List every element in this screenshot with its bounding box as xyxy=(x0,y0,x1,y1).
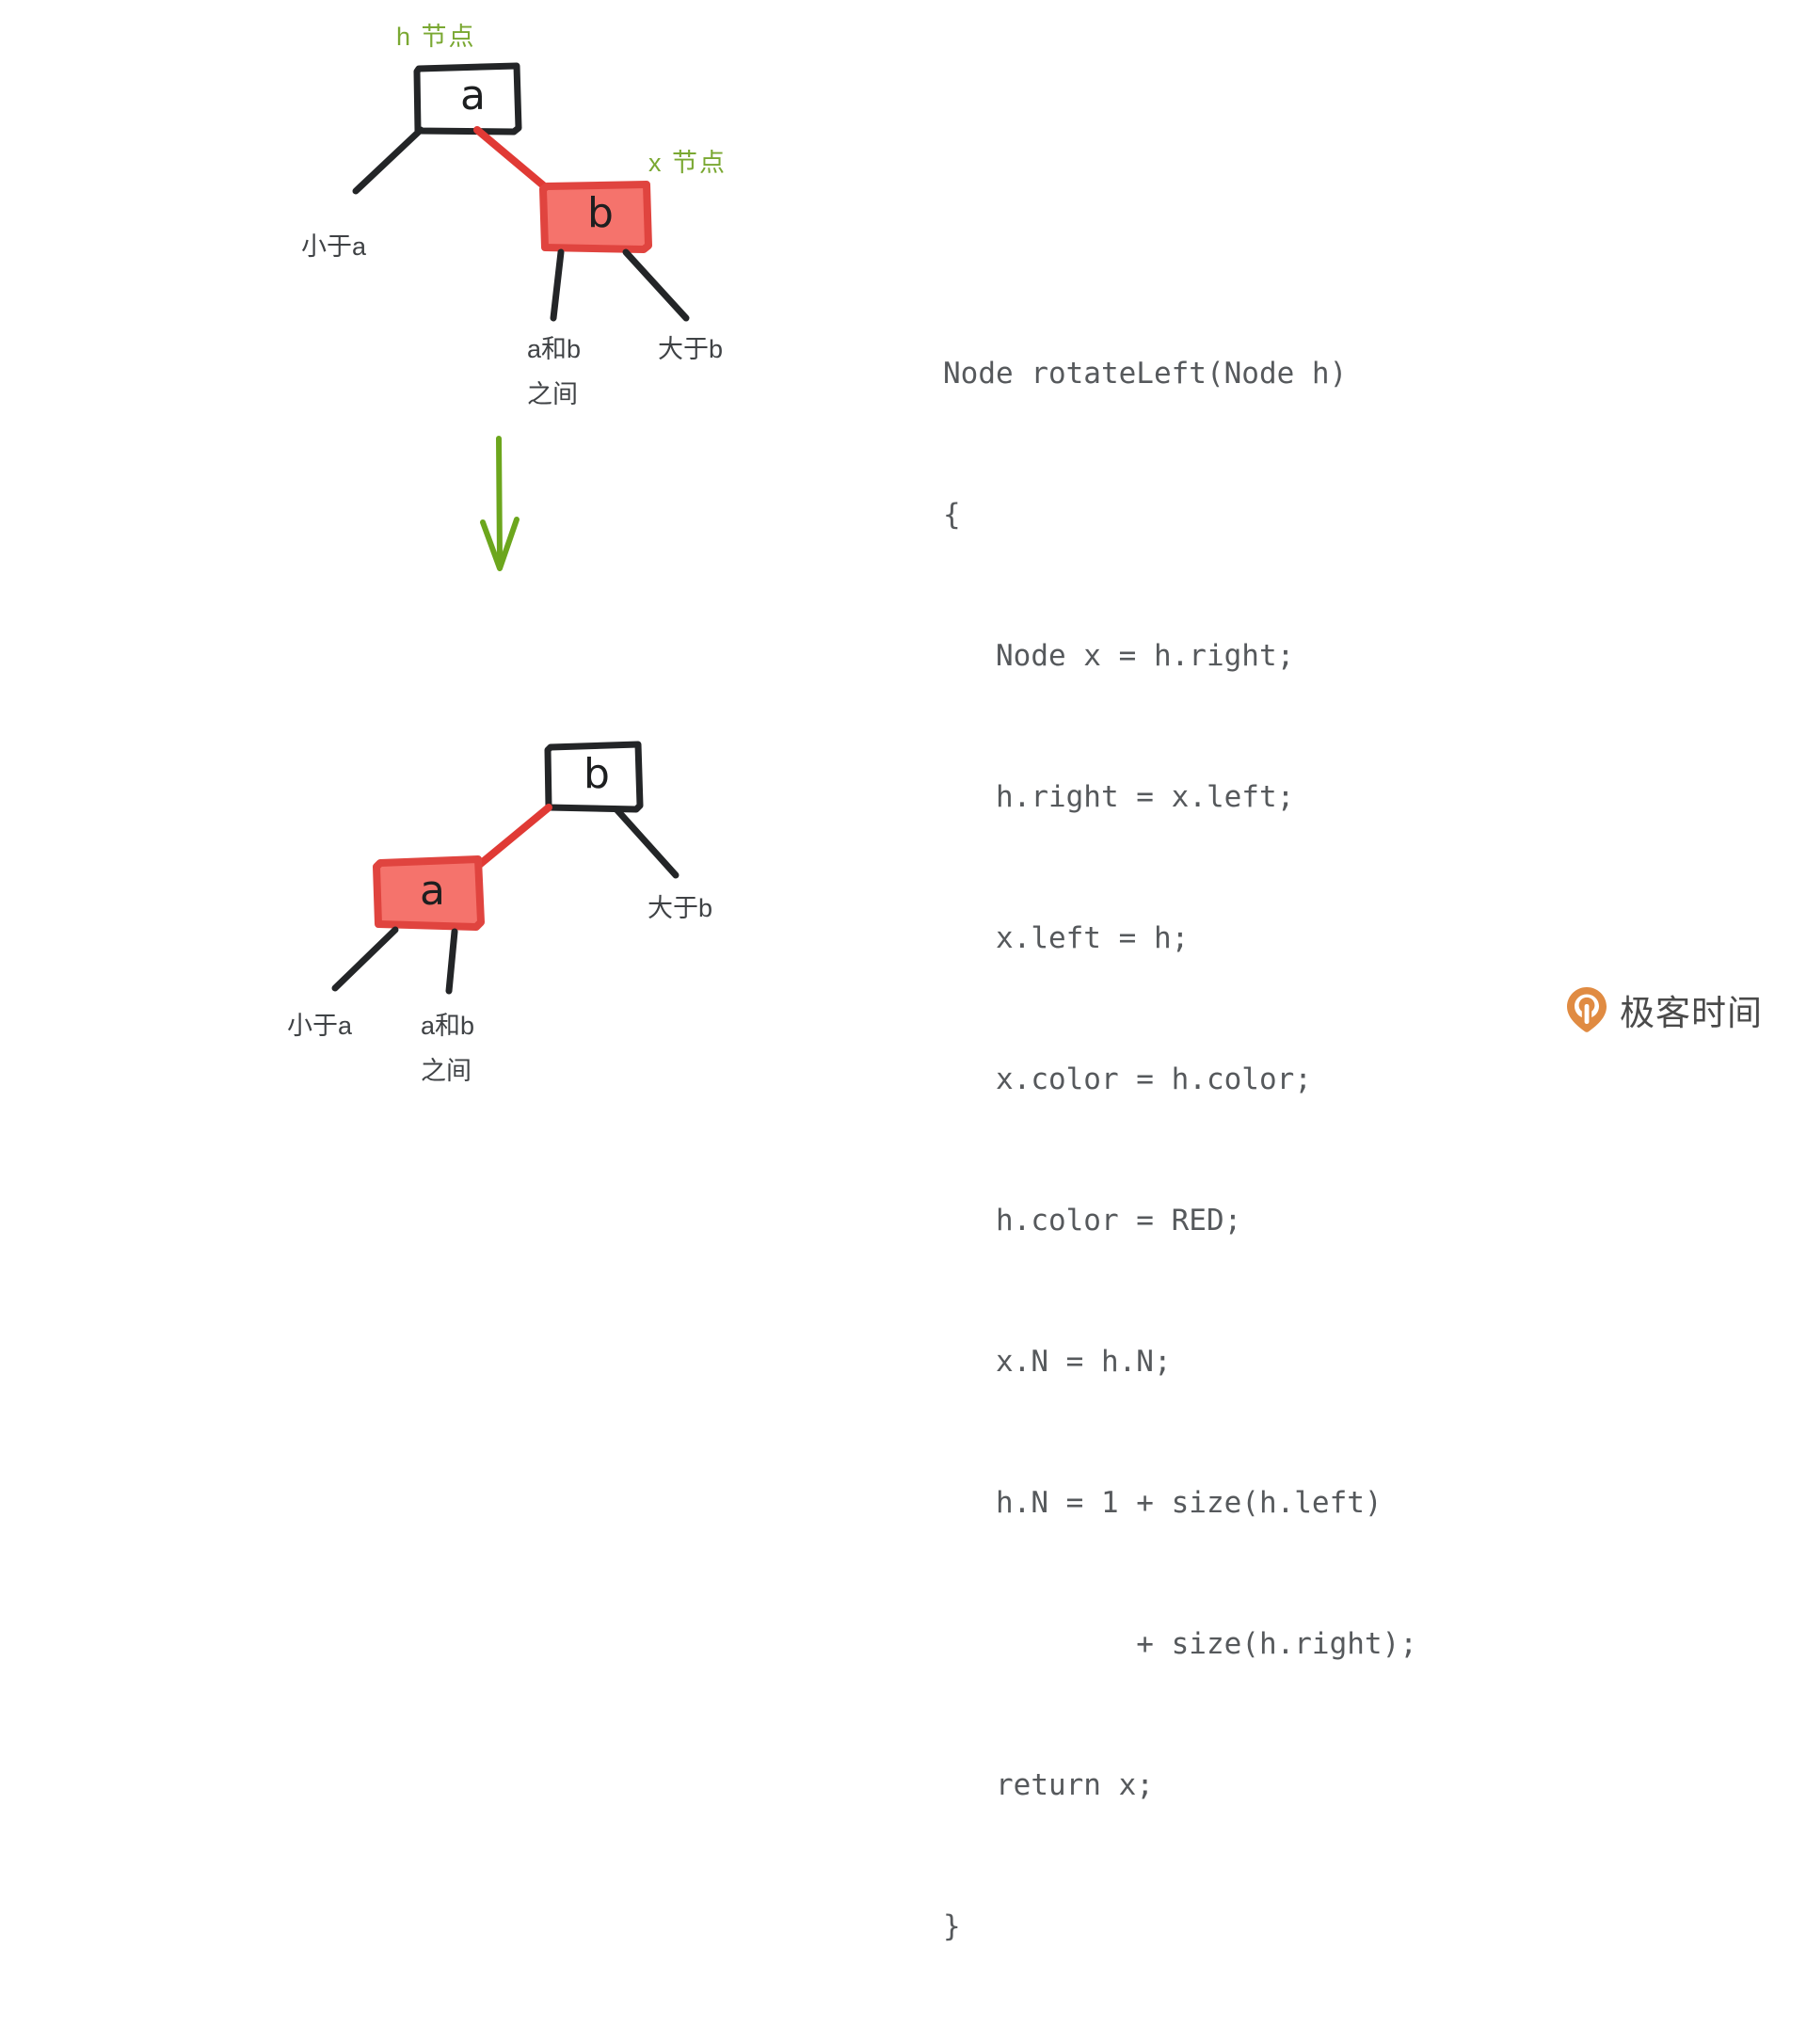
code-line: } xyxy=(943,1909,961,1943)
before-edge-b-left xyxy=(550,248,565,322)
before-node-b-label: b xyxy=(587,189,614,237)
code-line: + size(h.right); xyxy=(943,1627,1417,1661)
code-snippet: Node rotateLeft(Node h) { Node x = h.rig… xyxy=(943,256,1417,2044)
after-node-a-label: a xyxy=(420,867,445,915)
code-line: h.N = 1 + size(h.left) xyxy=(943,1486,1383,1520)
after-node-b-box xyxy=(544,741,644,813)
after-label-less-than-a: 小于a xyxy=(287,1012,353,1040)
after-label-between-a-b-line2: 之间 xyxy=(421,1057,472,1085)
before-edge-b-right xyxy=(622,248,690,322)
before-node-a-label: a xyxy=(460,72,486,120)
before-label-greater-than-b: 大于b xyxy=(658,335,724,363)
after-edge-a-left xyxy=(331,926,399,992)
code-line: x.left = h; xyxy=(943,921,1190,955)
before-label-between-a-b-line1: a和b xyxy=(527,335,582,363)
location-pin-icon xyxy=(1565,985,1608,1034)
after-edge-b-to-a-red xyxy=(474,804,552,870)
code-line: x.N = h.N; xyxy=(943,1345,1172,1379)
before-label-less-than-a: 小于a xyxy=(301,232,367,261)
transition-arrow-icon xyxy=(480,436,520,571)
code-line: h.right = x.left; xyxy=(943,780,1295,814)
code-line: Node x = h.right; xyxy=(943,639,1295,673)
before-edge-a-to-b-red xyxy=(473,126,552,193)
after-edge-b-right xyxy=(613,806,680,879)
annotation-h-node: h 节点 xyxy=(396,23,476,51)
code-line: return x; xyxy=(943,1768,1154,1802)
after-node-a-box xyxy=(373,855,485,931)
before-node-a-box xyxy=(413,62,522,136)
before-edge-a-left xyxy=(352,126,424,195)
code-line: x.color = h.color; xyxy=(943,1062,1312,1096)
after-edge-a-right xyxy=(445,928,458,995)
watermark-brand-text: 极客时间 xyxy=(1620,993,1763,1033)
after-label-greater-than-b: 大于b xyxy=(648,894,713,922)
after-node-b-label: b xyxy=(584,750,610,798)
code-line: Node rotateLeft(Node h) xyxy=(943,357,1348,391)
diagram-canvas: a b b a h 节点 x 节点 小于a a和b 之间 大于b 小于a a和b… xyxy=(287,23,1763,1943)
before-node-b-box xyxy=(539,181,652,253)
code-line: h.color = RED; xyxy=(943,1204,1242,1238)
after-label-between-a-b-line1: a和b xyxy=(421,1012,475,1040)
watermark-logo: 极客时间 xyxy=(1565,984,1763,1035)
code-line: { xyxy=(943,498,961,532)
annotation-x-node: x 节点 xyxy=(648,149,728,177)
before-label-between-a-b-line2: 之间 xyxy=(527,380,578,408)
diagram-graphics xyxy=(331,62,690,995)
